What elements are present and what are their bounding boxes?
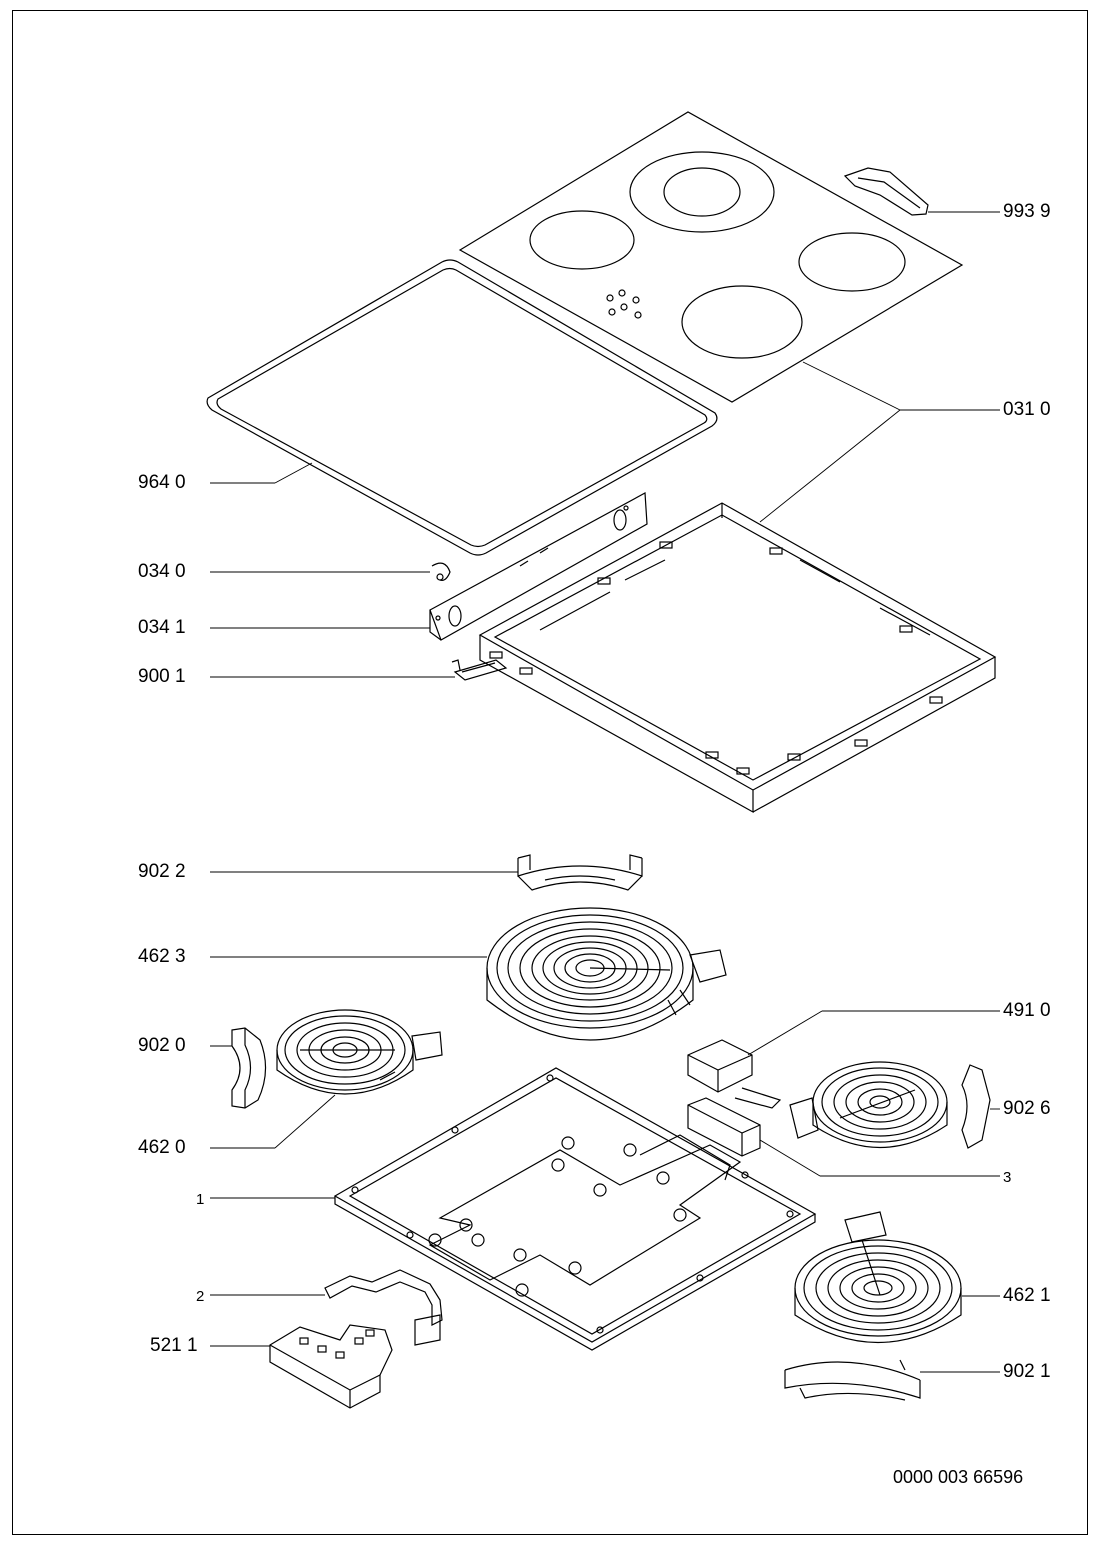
label-1: 1 [196, 1191, 205, 1208]
spring-clip [431, 562, 451, 581]
label-2: 2 [196, 1288, 205, 1305]
heater-front-right [794, 1211, 962, 1344]
label-462-0: 462 0 [138, 1137, 186, 1158]
label-034-1: 034 1 [138, 617, 186, 638]
label-3: 3 [1003, 1169, 1012, 1186]
label-521-1: 521 1 [150, 1335, 198, 1356]
label-031-0: 031 0 [1003, 399, 1051, 420]
label-034-0: 034 0 [138, 561, 186, 582]
label-462-3: 462 3 [138, 946, 186, 967]
connector-block [451, 659, 508, 681]
heater-dual-large [486, 907, 727, 1041]
label-902-1: 902 1 [1003, 1361, 1051, 1382]
support-bracket [429, 492, 648, 641]
heater-bracket-top [517, 854, 643, 891]
heater-bracket-bottom [784, 1359, 921, 1401]
wire-bracket [687, 1097, 761, 1157]
heater-bracket-left [231, 1027, 267, 1109]
base-plate [333, 1067, 817, 1351]
label-462-1: 462 1 [1003, 1285, 1051, 1306]
clip-part [843, 167, 929, 216]
heater-right [789, 1061, 991, 1149]
wire-harness [324, 1269, 443, 1346]
leader-lines [210, 211, 1000, 1373]
control-module [269, 1324, 393, 1409]
document-number: 0000 003 66596 [893, 1467, 1024, 1487]
label-491-0: 491 0 [1003, 1000, 1051, 1021]
heater-left [276, 1009, 443, 1095]
label-964-0: 964 0 [138, 472, 186, 493]
seal-gasket [206, 259, 718, 556]
thermal-limiter [687, 1039, 782, 1109]
label-902-6: 902 6 [1003, 1098, 1051, 1119]
label-993-9: 993 9 [1003, 201, 1051, 222]
ceramic-glass-top [458, 111, 964, 403]
hob-frame [478, 502, 997, 814]
label-902-2: 902 2 [138, 861, 186, 882]
label-900-1: 900 1 [138, 666, 186, 687]
label-902-0: 902 0 [138, 1035, 186, 1056]
drawing-frame [12, 10, 1088, 1535]
